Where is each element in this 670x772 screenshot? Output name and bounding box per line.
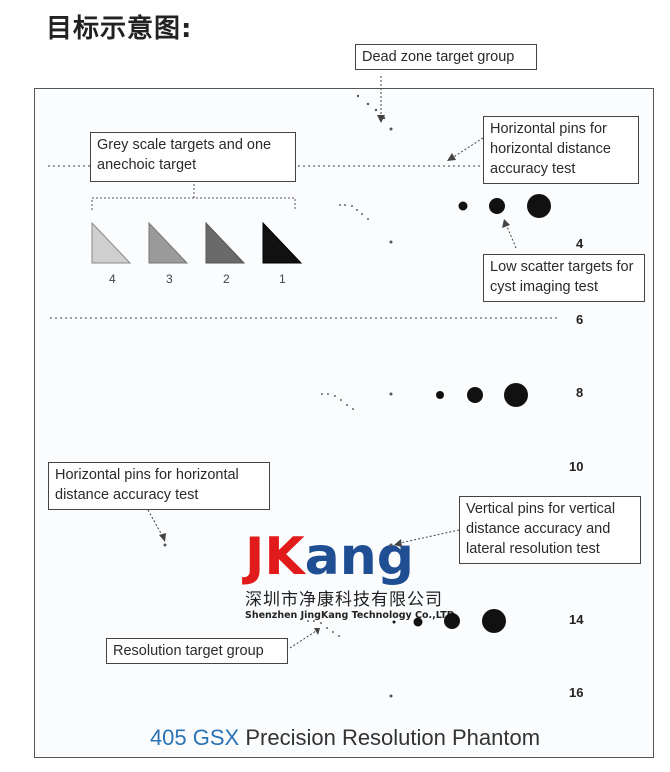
cyst-target-large — [482, 609, 506, 633]
label-horizontal-pins-mid: Horizontal pins for horizontal distance … — [48, 462, 270, 510]
label-vertical-pins: Vertical pins for vertical distance accu… — [459, 496, 641, 564]
grey-scale-bracket — [91, 184, 296, 210]
cyst-target-medium — [467, 387, 483, 403]
resolution-cluster-2 — [321, 393, 354, 410]
vertical-pin — [389, 392, 393, 396]
cyst-target-large — [504, 383, 528, 407]
vertical-pin — [389, 240, 393, 244]
grey-scale-target-4 — [91, 221, 132, 264]
leader-resolution — [289, 630, 317, 649]
page-title: 目标示意图: — [46, 14, 193, 44]
cyst-target-medium — [444, 613, 460, 629]
phantom-footer-title: 405 GSX Precision Resolution Phantom — [35, 725, 655, 751]
leader-vertical-pins — [399, 529, 460, 544]
grey-scale-number-3: 3 — [166, 272, 173, 286]
grey-scale-number-1: 1 — [279, 272, 286, 286]
label-horizontal-pins-top: Horizontal pins for horizontal distance … — [483, 116, 639, 184]
label-dead-zone: Dead zone target group — [355, 44, 537, 70]
label-grey-scale: Grey scale targets and one anechoic targ… — [90, 132, 296, 182]
cyst-target-small — [413, 617, 423, 627]
grey-scale-number-2: 2 — [223, 272, 230, 286]
leader-horizontal-pins-top — [451, 137, 484, 159]
dead-zone-dot — [374, 108, 378, 112]
depth-mark-6: 6 — [576, 312, 584, 327]
cyst-target-small — [458, 201, 468, 211]
resolution-cluster-3 — [307, 620, 340, 637]
depth-mark-4: 4 — [576, 236, 584, 251]
phantom-model: 405 GSX — [149, 725, 240, 750]
company-logo: JKang 深圳市净康科技有限公司 Shenzhen JingKang Tech… — [245, 529, 475, 621]
company-name-chinese: 深圳市净康科技有限公司 — [245, 590, 443, 610]
vertical-pin — [389, 694, 393, 698]
cyst-target-large — [527, 194, 551, 218]
leader-horizontal-pins-mid — [147, 509, 164, 538]
cyst-target-tiny — [392, 620, 396, 624]
vertical-pin — [389, 543, 393, 547]
resolution-cluster-1 — [339, 204, 369, 220]
cyst-target-small — [436, 391, 444, 399]
horizontal-pin — [163, 543, 167, 547]
label-resolution: Resolution target group — [106, 638, 288, 664]
cyst-target-medium — [489, 198, 505, 214]
grey-scale-target-2 — [205, 221, 246, 264]
grey-scale-target-1 — [262, 221, 303, 264]
depth-mark-8: 8 — [576, 385, 584, 400]
label-low-scatter: Low scatter targets for cyst imaging tes… — [483, 254, 645, 302]
leader-low-scatter — [505, 223, 517, 249]
grey-scale-number-4: 4 — [109, 272, 116, 286]
dead-zone-dot — [366, 102, 370, 106]
depth-mark-16: 16 — [569, 685, 584, 700]
company-name-english: Shenzhen JingKang Technology Co.,LTD — [245, 610, 455, 621]
depth-mark-14: 14 — [569, 612, 584, 627]
phantom-name: Precision Resolution Phantom — [245, 725, 541, 750]
grey-scale-target-3 — [148, 221, 189, 264]
dead-zone-dot — [389, 127, 393, 131]
dead-zone-dot — [356, 94, 360, 98]
depth-mark-10: 10 — [569, 459, 584, 474]
